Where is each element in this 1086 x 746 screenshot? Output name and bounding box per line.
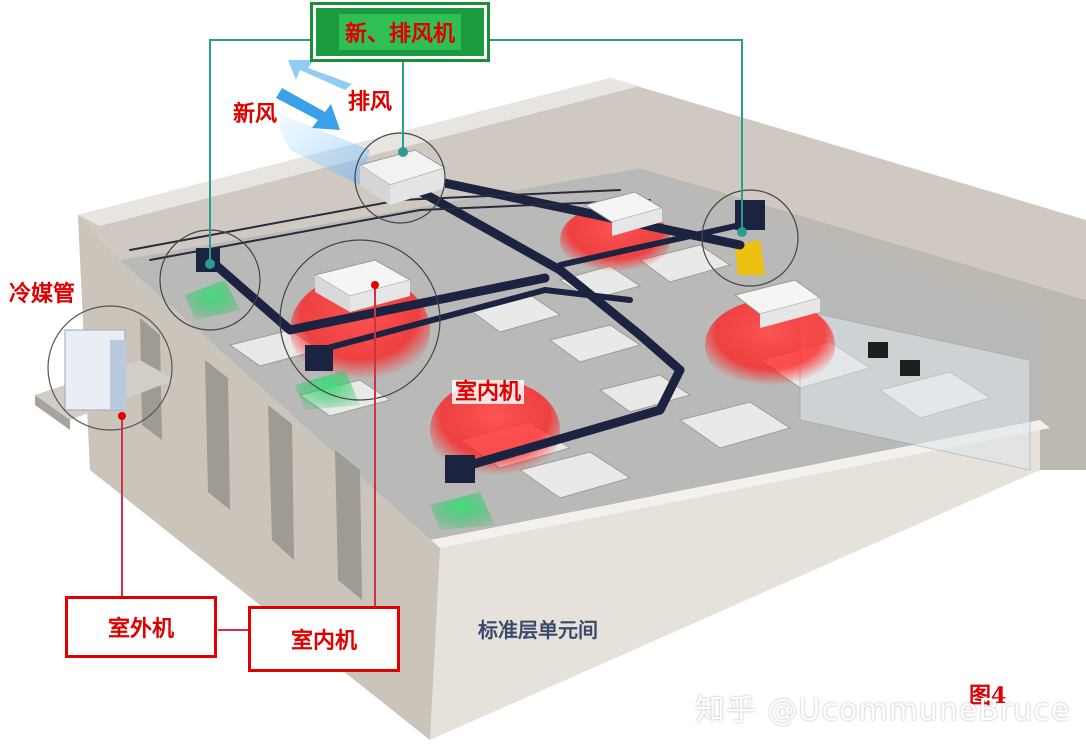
outdoor-unit-highlight [47,305,173,431]
refrigerant-pipe-label: 冷媒管 [6,282,79,306]
watermark-text: 知乎 @UcommuneBruce [695,693,1071,728]
front-wall-top [430,420,1050,548]
airflow-arrows [270,60,370,185]
fresh-exhaust-fan-label-box: 新、排风机 [310,2,490,62]
indoor-unit-ceiling-2 [583,191,664,236]
teal-leader-right [490,39,743,232]
indoor-unit-ceiling-3 [733,279,822,328]
back-wall [78,78,1086,300]
fresh-exhaust-fan-label: 新、排风机 [338,14,461,50]
return-air-plumes [185,240,765,530]
fresh-air-arrow [276,88,340,130]
floor-unit-label: 标准层单元间 [478,618,598,642]
indoor-unit-label-box: 室内机 [248,606,400,672]
exhaust-air-arrow [288,60,352,90]
figure-number: 图4 [966,678,1010,710]
indoor-unit-ceiling-1 [313,259,412,312]
right-wall [640,168,1086,470]
indoor-unit-center-label: 室内机 [452,380,525,404]
ductwork [129,175,745,470]
fresh-exhaust-fan-unit [358,149,447,205]
fresh-air-plume [270,110,370,185]
front-wall [430,420,1040,740]
return-box-4 [735,200,765,230]
outdoor-unit-pad [35,305,175,431]
leader-lines [118,39,747,631]
indoor-unit-label: 室内机 [290,628,357,654]
return-box-3 [445,455,475,483]
yellow-plume [735,240,765,275]
left-wall-windows [140,318,362,600]
teal-leader-left [209,39,310,262]
fresh-air-label: 新风 [230,102,281,126]
outdoor-unit-label: 室外机 [107,616,174,642]
hvac-units [196,149,822,483]
return-box-2 [305,345,333,371]
outdoor-unit-label-box: 室外机 [65,596,217,658]
exhaust-air-label: 排风 [345,90,396,114]
